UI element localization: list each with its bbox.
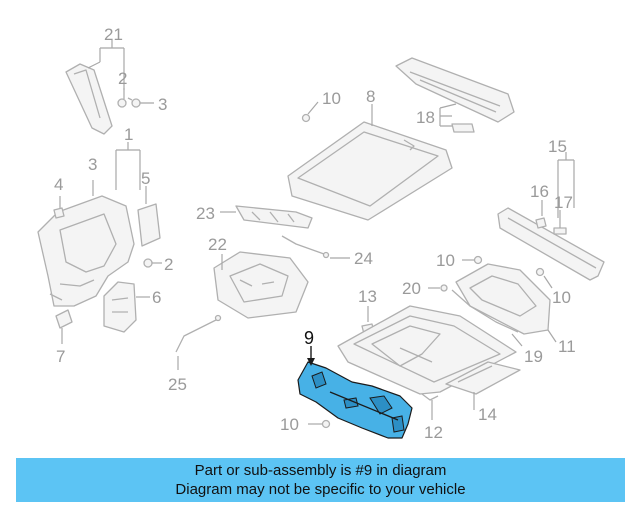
part-10-clip-right-lower[interactable] <box>535 267 545 277</box>
part-15-sill-plate[interactable] <box>497 207 605 281</box>
callout-17: 17 <box>554 193 573 212</box>
callout-10-right-lower: 10 <box>552 288 571 307</box>
part-20-clip[interactable] <box>440 284 448 292</box>
part-5-trim-cover[interactable] <box>137 203 161 247</box>
callout-10-bottom: 10 <box>280 415 299 434</box>
part-8-cargo-cover[interactable] <box>287 121 453 221</box>
callout-5: 5 <box>141 169 150 188</box>
leader-21 <box>99 40 125 62</box>
leader-10-rl <box>543 275 553 289</box>
callout-7: 7 <box>56 347 65 366</box>
callout-16: 16 <box>530 182 549 201</box>
part-tonneau-cover[interactable] <box>395 57 515 123</box>
callout-10-right-upper: 10 <box>436 251 455 270</box>
part-9-rear-trim-highlighted[interactable] <box>297 361 413 439</box>
leader-15 <box>557 152 575 218</box>
callout-2-lower: 2 <box>164 255 173 274</box>
part-19-trim-strip[interactable] <box>451 289 519 333</box>
part-2-clip-upper[interactable] <box>117 98 127 108</box>
callout-4: 4 <box>54 175 63 194</box>
part-10-clip-right-upper[interactable] <box>473 255 483 265</box>
leader-21b <box>87 61 125 90</box>
callout-19: 19 <box>524 347 543 366</box>
callout-14: 14 <box>478 405 497 424</box>
callout-6: 6 <box>152 288 161 307</box>
leader-9-arrow <box>307 358 315 366</box>
leader-16-17 <box>541 200 561 228</box>
part-22-tire-tray[interactable] <box>213 251 309 319</box>
callout-22: 22 <box>208 235 227 254</box>
part-3-clip-upper[interactable] <box>127 97 141 108</box>
banner-line-2: Diagram may not be specific to your vehi… <box>175 481 466 498</box>
callout-12: 12 <box>424 423 443 442</box>
part-25-cable[interactable] <box>175 314 222 353</box>
callout-15: 15 <box>548 137 567 156</box>
callout-3-lower: 3 <box>88 155 97 174</box>
callout-2-upper: 2 <box>118 69 127 88</box>
part-12-bracket[interactable] <box>421 393 439 401</box>
banner-line-1: Part or sub-assembly is #9 in diagram <box>194 462 447 479</box>
callout-10-top: 10 <box>322 89 341 108</box>
leader-18 <box>439 103 457 127</box>
part-17-clip[interactable] <box>553 227 567 235</box>
callout-25: 25 <box>168 375 187 394</box>
part-11-storage-tray[interactable] <box>455 263 551 335</box>
leader-11 <box>547 329 557 343</box>
callout-18: 18 <box>416 108 435 127</box>
part-1-quarter-trim-panel[interactable] <box>37 195 135 307</box>
part-2-clip-lower[interactable] <box>143 258 153 268</box>
part-7-cap[interactable] <box>55 309 73 329</box>
callout-3-upper: 3 <box>158 95 167 114</box>
leader-19 <box>511 333 523 347</box>
callout-24: 24 <box>354 249 373 268</box>
part-21-pillar-trim[interactable] <box>65 63 113 135</box>
callout-21: 21 <box>104 25 123 44</box>
callout-1: 1 <box>124 125 133 144</box>
leader-3-4 <box>59 180 94 210</box>
callout-9: 9 <box>304 328 314 348</box>
part-4-clip[interactable] <box>53 207 65 219</box>
part-6-bracket[interactable] <box>103 281 137 333</box>
leader-10-top <box>307 101 319 115</box>
leader-2-3 <box>123 88 154 104</box>
part-23-jack[interactable] <box>235 205 313 229</box>
part-24-jack-handle[interactable] <box>281 235 330 259</box>
part-14-sill-cover[interactable] <box>445 361 521 395</box>
callout-11: 11 <box>558 337 576 356</box>
part-18-bracket[interactable] <box>451 123 475 133</box>
callout-13: 13 <box>358 287 377 306</box>
leader-1 <box>115 142 141 190</box>
part-10-clip-bottom[interactable] <box>321 419 331 429</box>
part-10-clip-top[interactable] <box>301 113 311 123</box>
callout-8: 8 <box>366 87 375 106</box>
callout-20: 20 <box>402 279 421 298</box>
part-16-clip[interactable] <box>535 217 547 229</box>
callout-23: 23 <box>196 204 215 223</box>
info-banner: Part or sub-assembly is #9 in diagram Di… <box>16 458 625 502</box>
